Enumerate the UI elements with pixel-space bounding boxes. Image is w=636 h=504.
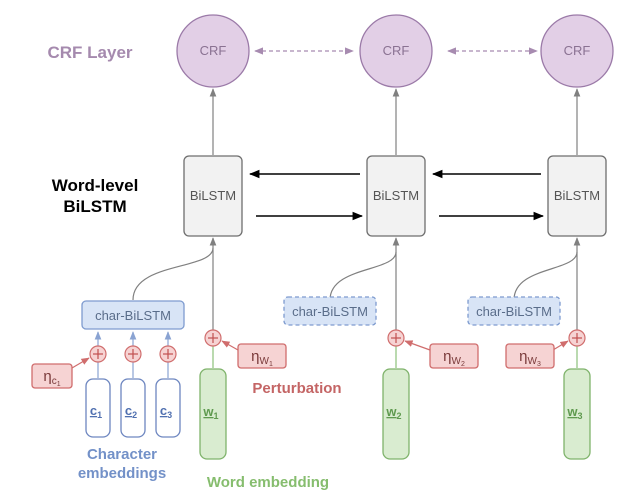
svg-text:ηW3: ηW3: [519, 348, 541, 368]
crf-node-3-label: CRF: [564, 43, 591, 58]
crf-node-3: CRF: [540, 14, 614, 88]
word-embedding-w1: w1: [199, 368, 227, 460]
perturbation-c1-box: ηc1: [31, 363, 73, 389]
bilstm-node-3: BiLSTM: [547, 155, 607, 237]
perturbation-w3-sub: W: [527, 356, 537, 367]
plus-icon-c1: [89, 345, 107, 363]
word-embedding-w3-sub: 3: [578, 411, 583, 421]
svg-text:c2: c2: [125, 403, 137, 420]
char-embedding-c1-base: c: [90, 403, 97, 418]
bilstm-node-1: BiLSTM: [183, 155, 243, 237]
word-embedding-w2: w2: [382, 368, 410, 460]
svg-text:ηW2: ηW2: [443, 348, 465, 368]
perturbation-w1-sub: W: [259, 356, 269, 367]
char-embedding-c3: c3: [155, 378, 181, 438]
eta-w1-to-plus-arrow: [221, 340, 239, 351]
plus-icon-w2: [387, 329, 405, 347]
char-bilstm2-merge-curve: [329, 251, 397, 301]
char-bilstm-node-2-label: char-BiLSTM: [292, 304, 368, 319]
svg-text:ηc1: ηc1: [43, 368, 60, 388]
char-embedding-c3-sub: 3: [167, 410, 172, 420]
word-embedding-w1-sub: 1: [214, 411, 219, 421]
svg-text:c1: c1: [90, 403, 102, 420]
perturbation-w2-box: ηW2: [429, 343, 479, 369]
plus-icon-c3: [159, 345, 177, 363]
perturbation-w3-box: ηW3: [505, 343, 555, 369]
word-level-label-line2: BiLSTM: [63, 197, 126, 216]
bilstm-node-2: BiLSTM: [366, 155, 426, 237]
word-embedding-w1-base: w: [202, 404, 214, 419]
char-embedding-c2-sub: 2: [132, 410, 137, 420]
perturbation-c1-subsub: 1: [57, 381, 61, 388]
perturbation-w2-subsub: 2: [461, 361, 465, 368]
word-embedding-w2-sub: 2: [397, 411, 402, 421]
svg-text:ηW1: ηW1: [251, 348, 273, 368]
char-embedding-c1-sub: 1: [97, 410, 102, 420]
char-bilstm-node-1-label: char-BiLSTM: [95, 308, 171, 323]
perturbation-w1-box: ηW1: [237, 343, 287, 369]
char-bilstm-node-1: char-BiLSTM: [81, 300, 185, 330]
word-level-label-line1: Word-level: [52, 176, 139, 195]
perturbation-w3-eta: η: [519, 348, 527, 365]
perturbation-w1-eta: η: [251, 348, 259, 365]
word-embedding-w3-base: w: [566, 404, 578, 419]
char-bilstm-node-3-label: char-BiLSTM: [476, 304, 552, 319]
word-embedding-w3: w3: [563, 368, 591, 460]
perturbation-w2-sub: W: [451, 356, 461, 367]
perturbation-c1-eta: η: [43, 368, 51, 385]
svg-text:w2: w2: [385, 404, 401, 421]
perturbation-label: Perturbation: [252, 380, 341, 397]
char-bilstm-node-3: char-BiLSTM: [467, 296, 561, 326]
char-bilstm-node-2: char-BiLSTM: [283, 296, 377, 326]
character-embeddings-label-line2: embeddings: [78, 465, 166, 482]
crf-layer-label: CRF Layer: [47, 43, 132, 62]
perturbation-w3-subsub: 3: [537, 361, 541, 368]
plus-icon-w3: [568, 329, 586, 347]
word-embedding-w2-base: w: [385, 404, 397, 419]
crf-node-1: CRF: [176, 14, 250, 88]
bilstm-node-1-label: BiLSTM: [190, 188, 236, 203]
character-embeddings-label-line1: Character: [87, 446, 157, 463]
crf-node-1-label: CRF: [200, 43, 227, 58]
bilstm-node-3-label: BiLSTM: [554, 188, 600, 203]
perturbation-c1-sub: c: [52, 376, 57, 387]
perturbation-w1-subsub: 1: [269, 361, 273, 368]
crf-node-2-label: CRF: [383, 43, 410, 58]
char-bilstm3-merge-curve: [513, 251, 578, 301]
crf-node-2: CRF: [359, 14, 433, 88]
perturbation-w2-eta: η: [443, 348, 451, 365]
svg-text:w1: w1: [202, 404, 218, 421]
char-embedding-c2-base: c: [125, 403, 132, 418]
bilstm-node-2-label: BiLSTM: [373, 188, 419, 203]
eta-w2-to-plus-arrow: [404, 340, 431, 351]
plus-icon-c2: [124, 345, 142, 363]
char-embedding-c2: c2: [120, 378, 146, 438]
word-embedding-label: Word embedding: [207, 474, 329, 491]
eta-w3-to-plus-arrow: [552, 340, 569, 351]
svg-text:c3: c3: [160, 403, 172, 420]
char-bilstm1-merge-curve: [132, 247, 214, 301]
plus-icon-w1: [204, 329, 222, 347]
eta-c1-to-plus-arrow: [71, 357, 90, 369]
char-embedding-c3-base: c: [160, 403, 167, 418]
char-embedding-c1: c1: [85, 378, 111, 438]
svg-text:w3: w3: [566, 404, 582, 421]
